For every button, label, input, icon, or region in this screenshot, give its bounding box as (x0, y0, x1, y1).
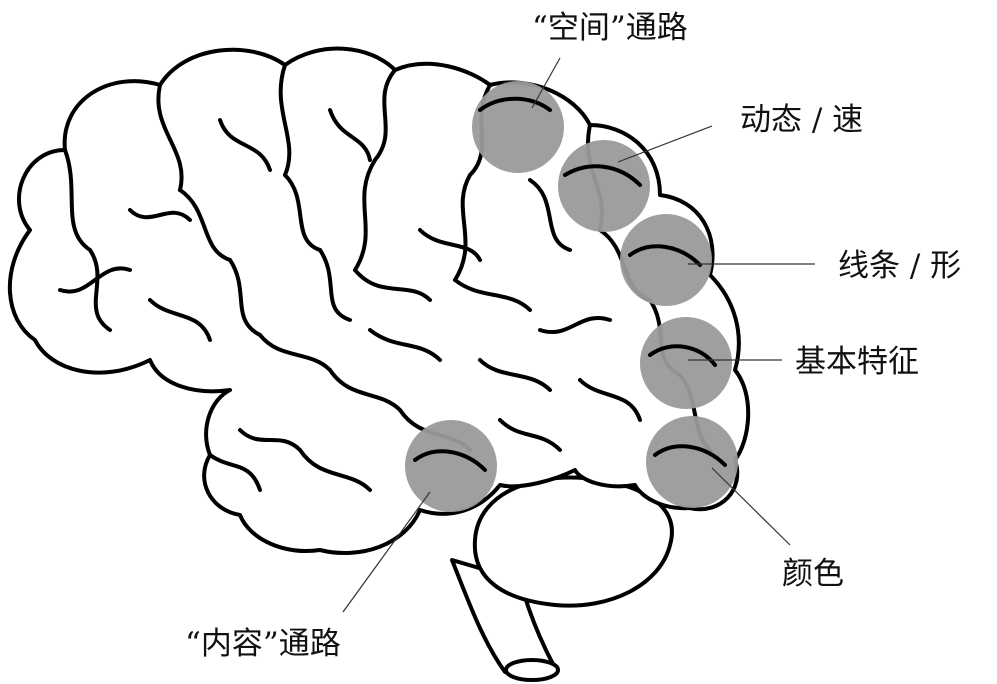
region-color (646, 416, 738, 508)
label-basic-features: 基本特征 (795, 344, 919, 380)
label-content-pathway: “内容”通路 (185, 626, 341, 662)
region-basic-features (640, 317, 732, 409)
region-motion (558, 140, 650, 232)
leader-color (711, 467, 791, 546)
label-motion-speed: 动态 / 速 (740, 102, 863, 138)
region-line-shape (620, 214, 712, 306)
leader-spatial (531, 57, 561, 109)
region-spatial (472, 81, 564, 173)
leader-lines (342, 57, 815, 613)
brain-stem-end (504, 658, 560, 682)
region-content (405, 420, 497, 512)
cerebellum (472, 475, 674, 608)
label-line-shape: 线条 / 形 (838, 248, 961, 284)
leader-content (342, 491, 431, 613)
cerebrum-outline (8, 46, 751, 555)
label-spatial-pathway: “空间”通路 (532, 10, 688, 46)
label-color: 颜色 (782, 556, 844, 592)
leader-motion (617, 125, 713, 163)
